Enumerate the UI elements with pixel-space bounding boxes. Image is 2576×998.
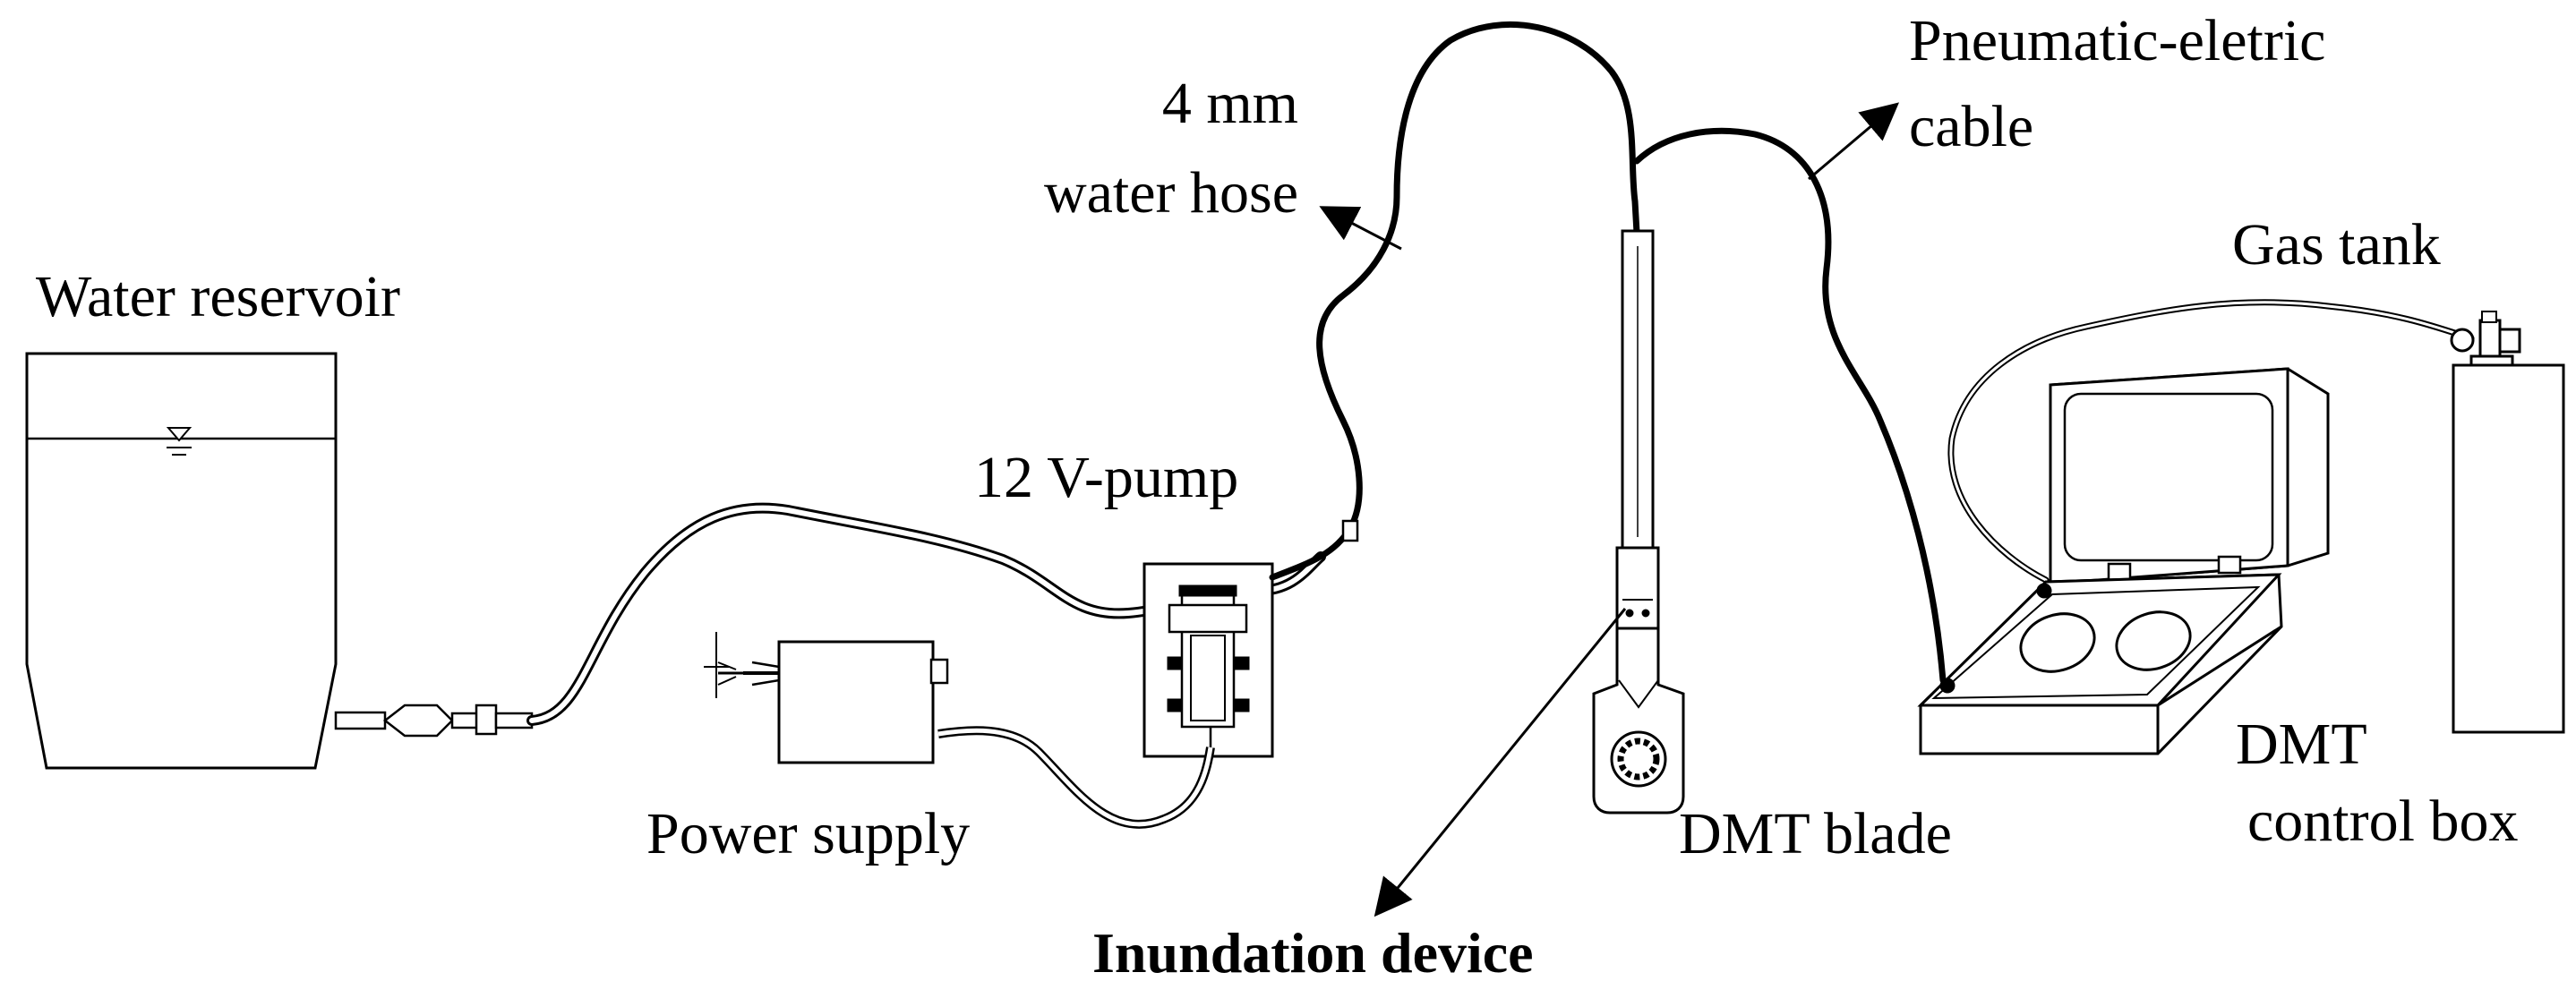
label-gas-tank: Gas tank: [2232, 212, 2441, 277]
gas-line: [1947, 299, 2475, 584]
label-pump: 12 V-pump: [974, 445, 1239, 510]
label-power-supply: Power supply: [646, 801, 971, 866]
label-dmt-blade: DMT blade: [1679, 801, 1952, 866]
label-water-reservoir: Water reservoir: [36, 264, 400, 329]
label-inundation-device: Inundation device: [1092, 921, 1534, 985]
dmt-blade: [1592, 627, 1685, 815]
pneumatic-electric-cable: [1633, 127, 1947, 684]
dmt-control-box: [1917, 367, 2330, 755]
label-control-box-line1: DMT: [2236, 712, 2367, 777]
power-supply: [704, 632, 1215, 829]
water-reservoir: [25, 352, 534, 770]
inundation-device: [1615, 229, 1660, 630]
label-control-box-line2: control box: [2247, 789, 2519, 854]
label-pneumatic-line1: Pneumatic-eletric: [1909, 8, 2326, 73]
pump-12v: [1143, 562, 1274, 758]
label-water-hose-line1: 4 mm: [1161, 71, 1298, 136]
water-hose-4mm: [1269, 21, 1640, 581]
leader-arrows: [1319, 102, 1900, 917]
label-water-hose-line2: water hose: [1043, 160, 1298, 226]
label-pneumatic-line2: cable: [1909, 94, 2034, 159]
gas-tank: [2450, 311, 2565, 734]
